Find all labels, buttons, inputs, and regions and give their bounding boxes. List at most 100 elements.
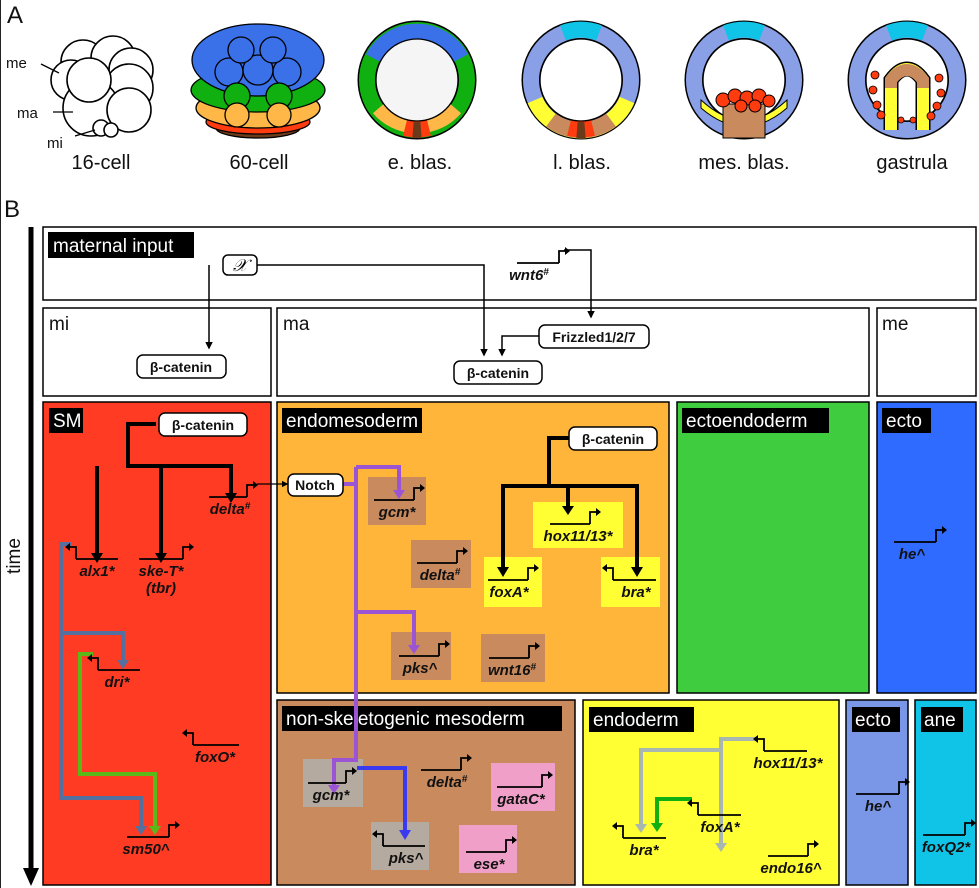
- promoter-arrowhead-icon: [189, 543, 194, 551]
- gene-foxa: foxA*: [488, 564, 539, 601]
- cell-label-mi: mi: [47, 135, 63, 152]
- ectoendoderm-box: [676, 401, 870, 694]
- gene-label: wnt6#: [509, 267, 549, 284]
- arrowhead-icon: [135, 826, 147, 835]
- gene-label: foxO*: [195, 749, 236, 766]
- gene-dri: dri*: [87, 654, 140, 691]
- svg-text:β-catenin: β-catenin: [467, 365, 529, 381]
- gene-delta: delta#: [421, 754, 472, 791]
- gene-hox1113: hox11/13*: [753, 735, 824, 772]
- gene-label: ske-T*: [138, 563, 184, 580]
- gene-label: hox11/13*: [754, 755, 824, 772]
- promoter-arrow-icon: [377, 833, 425, 847]
- gene-delta: delta#: [209, 481, 258, 518]
- arrowhead-icon: [117, 660, 129, 669]
- gene-label: he^: [899, 546, 926, 563]
- arrowhead-icon: [715, 843, 727, 852]
- svg-text:ane: ane: [924, 710, 956, 731]
- stage-label-gastrula: gastrula: [876, 152, 948, 174]
- promoter-arrow-icon: [70, 546, 118, 560]
- svg-text:β-catenin: β-catenin: [172, 417, 234, 433]
- gene-alx1: alx1*: [65, 543, 118, 580]
- panel-a-letter: A: [7, 2, 23, 29]
- edge-wnt6-to-frizzled: [564, 249, 595, 319]
- edge-sm-bcat-trunk: [126, 422, 233, 493]
- stage-label-early-blastula: e. blas.: [388, 152, 452, 174]
- promoter-arrowhead-icon: [971, 819, 976, 827]
- promoter-arrowhead-icon: [535, 642, 540, 650]
- gene-label: pks^: [402, 660, 438, 677]
- gene-label: delta#: [420, 567, 461, 584]
- gene-label: dri*: [104, 674, 130, 691]
- gene-label: foxQ2*: [922, 839, 972, 856]
- gene-foxa: foxA*: [687, 799, 741, 836]
- svg-text:Frizzled1/2/7: Frizzled1/2/7: [552, 329, 635, 345]
- embryo-gastrula: [847, 20, 967, 140]
- ma-box: [276, 307, 870, 397]
- edge-dri-to-sm50: [78, 652, 157, 826]
- maternal-input-box: [42, 226, 977, 301]
- tag-nsm: non-skeletogenic mesoderm: [282, 706, 562, 731]
- gene-label: hox11/13*: [544, 528, 614, 545]
- node-bcat-em: β-catenin: [568, 426, 658, 451]
- tag-ecto-gastrula: ecto: [852, 707, 900, 732]
- gene-label: foxA*: [700, 819, 740, 836]
- promoter-arrow-icon: [466, 839, 512, 853]
- gene-label: bra*: [629, 842, 659, 859]
- embryo-60cell: [190, 23, 326, 139]
- embryo-late-blastula: [521, 20, 641, 140]
- promoter-arrowhead-icon: [445, 640, 450, 648]
- me-box: [876, 307, 977, 397]
- arrowhead-icon: [651, 823, 663, 832]
- gene-label: sm50^: [122, 841, 169, 858]
- promoter-arrowhead-icon: [253, 481, 258, 489]
- promoter-arrowhead-icon: [565, 247, 570, 255]
- arrowhead-icon: [562, 506, 574, 515]
- promoter-arrow-icon: [421, 757, 467, 771]
- gene-alias-label: (tbr): [146, 580, 176, 597]
- gene-bra: bra*: [612, 822, 666, 859]
- promoter-arrow-icon: [308, 770, 352, 784]
- tag-mi: mi: [49, 314, 69, 335]
- promoter-arrow-icon: [399, 643, 445, 657]
- svg-text:SM: SM: [53, 411, 82, 432]
- edge-x-to-ma-bcat: [249, 264, 488, 357]
- gene-layer: wnt6# delta# alx1* ske-T*(tbr) dri* foxO* sm50…: [65, 247, 976, 877]
- arrowhead-icon: [328, 785, 340, 794]
- promoter-arrow-icon: [617, 825, 666, 839]
- promoter-arrow-icon: [187, 732, 239, 746]
- promoter-arrow-icon: [417, 550, 463, 564]
- promoter-arrowhead-icon: [548, 771, 553, 779]
- gene-he: he^: [856, 778, 910, 815]
- svg-text:endoderm: endoderm: [593, 710, 679, 731]
- gene-bra: bra*: [602, 564, 656, 601]
- promoter-arrowhead-icon: [352, 767, 357, 775]
- promoter-arrowhead-icon: [753, 735, 758, 743]
- arrowhead-icon: [497, 567, 509, 577]
- promoter-arrowhead-icon: [420, 484, 425, 492]
- promoter-arrowhead-icon: [512, 836, 517, 844]
- promoter-arrowhead-icon: [687, 799, 692, 807]
- promoter-arrowhead-icon: [65, 543, 70, 551]
- gene-label: alx1*: [79, 563, 115, 580]
- gene-bg-bra-em: [601, 557, 660, 607]
- gene-pks: pks^: [399, 640, 450, 677]
- gene-delta: delta#: [417, 547, 468, 584]
- promoter-arrow-icon: [127, 824, 175, 838]
- promoter-arrow-icon: [550, 511, 596, 525]
- promoter-arrowhead-icon: [175, 821, 180, 829]
- gene-foxo: foxO*: [182, 729, 239, 766]
- promoter-arrow-icon: [517, 250, 565, 264]
- mi-pointer: [74, 129, 96, 137]
- promoter-arrow-icon: [923, 822, 971, 836]
- promoter-arrow-icon: [489, 645, 535, 659]
- edge-alx1-to-sm50: [59, 633, 143, 826]
- promoter-arrowhead-icon: [602, 564, 607, 572]
- stage-label-16cell: 16-cell: [72, 152, 131, 174]
- embryo-16cell: [50, 35, 154, 138]
- promoter-arrow-icon: [607, 567, 656, 581]
- tag-endoderm: endoderm: [589, 707, 694, 732]
- svg-text:ecto: ecto: [886, 411, 922, 432]
- promoter-arrow-icon: [758, 738, 807, 752]
- promoter-arrow-icon: [768, 843, 814, 857]
